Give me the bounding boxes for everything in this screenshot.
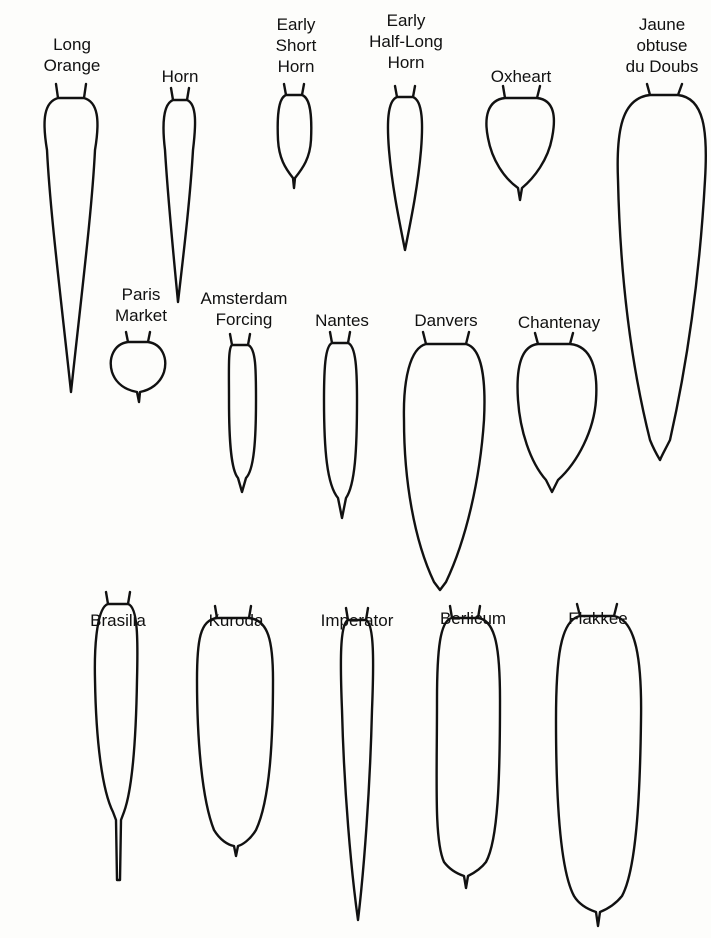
label-nantes: Nantes bbox=[315, 310, 369, 331]
root-horn bbox=[164, 88, 196, 302]
root-flakkee bbox=[556, 604, 641, 926]
label-kuroda: Kuroda bbox=[209, 610, 264, 631]
root-danvers bbox=[404, 332, 485, 590]
root-berlicum bbox=[437, 606, 500, 888]
root-long-orange bbox=[45, 84, 98, 392]
root-oxheart bbox=[486, 86, 553, 200]
label-early-short-horn: Early Short Horn bbox=[276, 14, 317, 77]
label-danvers: Danvers bbox=[414, 310, 477, 331]
root-kuroda bbox=[197, 606, 273, 856]
label-oxheart: Oxheart bbox=[491, 66, 551, 87]
label-paris-market: Paris Market bbox=[115, 284, 167, 326]
label-long-orange: Long Orange bbox=[44, 34, 101, 76]
label-horn: Horn bbox=[162, 66, 199, 87]
root-early-short-horn bbox=[278, 84, 312, 188]
label-amsterdam-forcing: Amsterdam Forcing bbox=[201, 288, 288, 330]
root-nantes bbox=[324, 332, 357, 518]
label-early-half-long-horn: Early Half-Long Horn bbox=[369, 10, 443, 73]
label-imperator: Imperator bbox=[321, 610, 394, 631]
label-chantenay: Chantenay bbox=[518, 312, 600, 333]
label-berlicum: Berlicum bbox=[440, 608, 506, 629]
root-early-half-long-horn bbox=[388, 86, 422, 250]
root-amsterdam-forcing bbox=[229, 334, 256, 492]
label-flakkee: Flakkee bbox=[568, 608, 628, 629]
root-imperator bbox=[341, 608, 373, 920]
root-chantenay bbox=[518, 333, 597, 492]
root-jaune-obtuse-du-doubs bbox=[618, 84, 706, 460]
label-brasilia: Brasilia bbox=[90, 610, 146, 631]
root-paris-market bbox=[111, 332, 165, 402]
root-brasilia bbox=[95, 592, 138, 880]
label-jaune-obtuse-du-doubs: Jaune obtuse du Doubs bbox=[626, 14, 699, 77]
